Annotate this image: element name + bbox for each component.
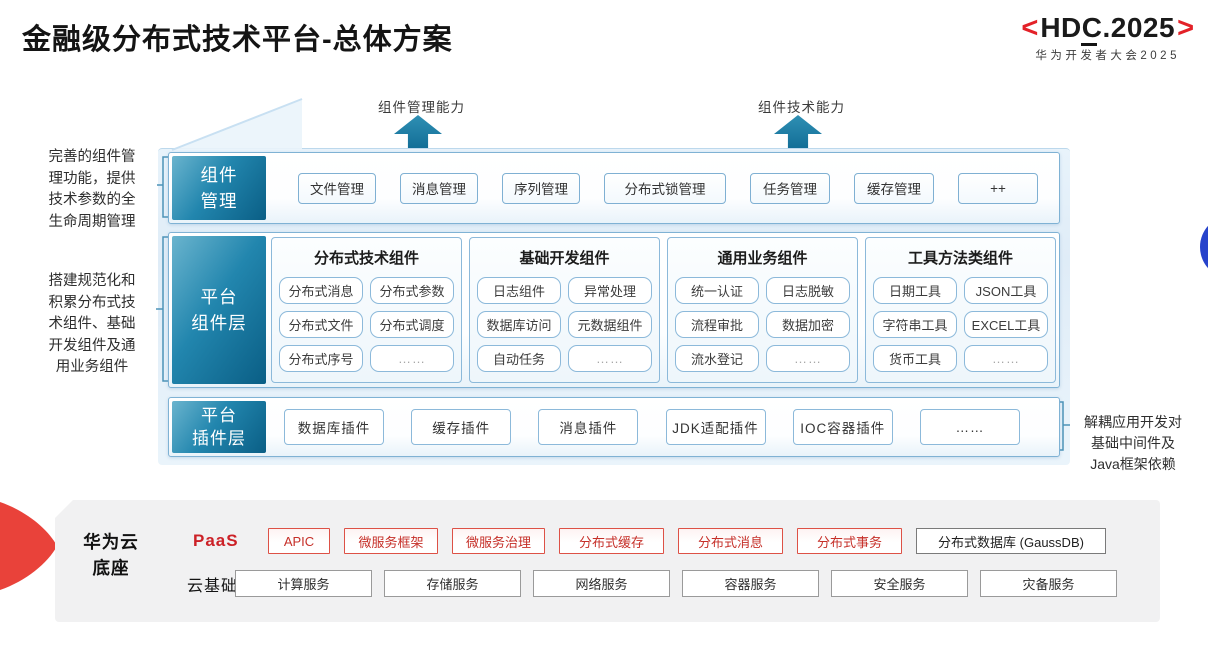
component-box: 统一认证	[675, 277, 759, 304]
component-box: 数据库访问	[477, 311, 561, 338]
column-grid: 日志组件 异常处理 数据库访问 元数据组件 自动任务 ……	[477, 277, 652, 372]
component-box: 日志脱敏	[766, 277, 850, 304]
huawei-cloud-foundation: 华为云 底座 PaaS APIC 微服务框架 微服务治理 分布式缓存 分布式消息…	[55, 500, 1160, 622]
red-pointer-icon	[0, 502, 57, 590]
mgmt-item-box: 分布式锁管理	[604, 172, 726, 204]
paas-service-box: APIC	[268, 528, 330, 554]
plugin-box: 消息插件	[538, 409, 639, 445]
component-box: JSON工具	[964, 277, 1048, 304]
gaussdb-box: 分布式数据库 (GaussDB)	[916, 528, 1106, 554]
component-box: 日志组件	[477, 277, 561, 304]
capability-label-technology: 组件技术能力	[758, 100, 845, 115]
left-note-components: 搭建规范化和 积累分布式技 术组件、基础 开发组件及通 用业务组件	[48, 273, 136, 375]
plugin-box: IOC容器插件	[792, 409, 893, 445]
layer-row-platform-plugins: 平台 插件层 数据库插件 缓存插件 消息插件 JDK适配插件 IOC容器插件 ……	[168, 397, 1060, 457]
mgmt-item-box: ++	[958, 172, 1038, 204]
paas-service-box: 分布式事务	[797, 528, 902, 554]
cloud-service-box: 网络服务	[533, 570, 670, 597]
perspective-face	[172, 99, 302, 150]
component-box: 异常处理	[568, 277, 652, 304]
component-box-ellipsis: ……	[766, 345, 850, 372]
plugin-box: 缓存插件	[411, 409, 512, 445]
hdc-logo-subtitle: 华为开发者大会2025	[1035, 50, 1180, 62]
logo-word-text: HDC.2025	[1040, 12, 1176, 43]
column-grid: 日期工具 JSON工具 字符串工具 EXCEL工具 货币工具 ……	[873, 277, 1048, 372]
mgmt-item-box: 任务管理	[750, 172, 830, 204]
column-title: 基础开发组件	[519, 250, 610, 267]
cloud-service-box: 计算服务	[235, 570, 372, 597]
paas-service-box: 微服务治理	[452, 528, 545, 554]
paas-service-box: 分布式消息	[678, 528, 783, 554]
layer-label-platform-components: 平台 组件层	[172, 236, 266, 384]
foundation-label: 华为云 底座	[83, 532, 139, 578]
capability-label-management: 组件管理能力	[378, 100, 465, 115]
blue-dot-decoration	[1200, 215, 1208, 279]
component-box: 日期工具	[873, 277, 957, 304]
component-column-basic-dev: 基础开发组件 日志组件 异常处理 数据库访问 元数据组件 自动任务 ……	[469, 237, 660, 383]
column-title: 分布式技术组件	[313, 250, 419, 267]
cloud-basic-services: 计算服务 存储服务 网络服务 容器服务 安全服务 灾备服务	[235, 570, 1117, 597]
mgmt-item-box: 序列管理	[502, 172, 580, 204]
component-box: 字符串工具	[873, 311, 957, 338]
plugin-box: JDK适配插件	[665, 409, 766, 445]
paas-service-box: 分布式缓存	[559, 528, 664, 554]
management-items: 文件管理 消息管理 序列管理 分布式锁管理 任务管理 缓存管理 ++	[298, 153, 1038, 223]
column-title: 通用业务组件	[717, 250, 808, 267]
logo-c-underline	[1081, 43, 1098, 46]
right-note-decoupling: 解耦应用开发对 基础中间件及 Java框架依赖	[1084, 414, 1182, 472]
mgmt-item-box: 消息管理	[400, 172, 478, 204]
component-box-ellipsis: ……	[370, 345, 454, 372]
layer-row-platform-components: 平台 组件层 分布式技术组件 分布式消息 分布式参数 分布式文件 分布式调度 分…	[168, 232, 1060, 388]
component-box: 货币工具	[873, 345, 957, 372]
paas-services: APIC 微服务框架 微服务治理 分布式缓存 分布式消息 分布式事务 分布式数据…	[268, 528, 1106, 554]
component-box-ellipsis: ……	[568, 345, 652, 372]
component-box: 分布式调度	[370, 311, 454, 338]
component-column-distributed-tech: 分布式技术组件 分布式消息 分布式参数 分布式文件 分布式调度 分布式序号 ……	[271, 237, 462, 383]
logo-open-bracket: <	[1021, 12, 1039, 44]
layer-label-platform-plugins: 平台 插件层	[172, 401, 266, 453]
mgmt-item-box: 缓存管理	[854, 172, 934, 204]
cloud-service-box: 存储服务	[384, 570, 521, 597]
hdc-logo-text: < HDC.2025 >	[1019, 12, 1196, 46]
component-column-utility: 工具方法类组件 日期工具 JSON工具 字符串工具 EXCEL工具 货币工具 ……	[865, 237, 1056, 383]
logo-word: HDC.2025	[1040, 12, 1176, 46]
hdc-logo: < HDC.2025 > 华为开发者大会2025	[1019, 12, 1196, 63]
component-columns: 分布式技术组件 分布式消息 分布式参数 分布式文件 分布式调度 分布式序号 ………	[271, 237, 1056, 383]
logo-close-bracket: >	[1177, 12, 1194, 44]
cloud-service-box: 容器服务	[682, 570, 819, 597]
component-box: 元数据组件	[568, 311, 652, 338]
component-box-ellipsis: ……	[964, 345, 1048, 372]
plugin-items: 数据库插件 缓存插件 消息插件 JDK适配插件 IOC容器插件 ……	[284, 398, 1020, 456]
page-title: 金融级分布式技术平台-总体方案	[22, 24, 453, 56]
plugin-box-ellipsis: ……	[919, 409, 1020, 445]
paas-label: PaaS	[193, 531, 239, 550]
component-box: 分布式序号	[279, 345, 363, 372]
component-box: 分布式消息	[279, 277, 363, 304]
column-grid: 分布式消息 分布式参数 分布式文件 分布式调度 分布式序号 ……	[279, 277, 454, 372]
cloud-service-box: 安全服务	[831, 570, 968, 597]
left-note-management: 完善的组件管 理功能，提供 技术参数的全 生命周期管理	[48, 149, 136, 230]
paas-service-box: 微服务框架	[344, 528, 438, 554]
plugin-box: 数据库插件	[284, 409, 384, 445]
component-column-common-business: 通用业务组件 统一认证 日志脱敏 流程审批 数据加密 流水登记 ……	[667, 237, 858, 383]
mgmt-item-box: 文件管理	[298, 172, 376, 204]
layer-label-component-management: 组件 管理	[172, 156, 266, 220]
component-box: 自动任务	[477, 345, 561, 372]
component-box: 分布式参数	[370, 277, 454, 304]
component-box: 流水登记	[675, 345, 759, 372]
cloud-service-box: 灾备服务	[980, 570, 1117, 597]
column-grid: 统一认证 日志脱敏 流程审批 数据加密 流水登记 ……	[675, 277, 850, 372]
component-box: 流程审批	[675, 311, 759, 338]
perspective-edge	[171, 98, 303, 151]
layer-row-component-management: 组件 管理 文件管理 消息管理 序列管理 分布式锁管理 任务管理 缓存管理 ++	[168, 152, 1060, 224]
component-box: 分布式文件	[279, 311, 363, 338]
component-box: 数据加密	[766, 311, 850, 338]
column-title: 工具方法类组件	[907, 250, 1013, 267]
component-box: EXCEL工具	[964, 311, 1048, 338]
